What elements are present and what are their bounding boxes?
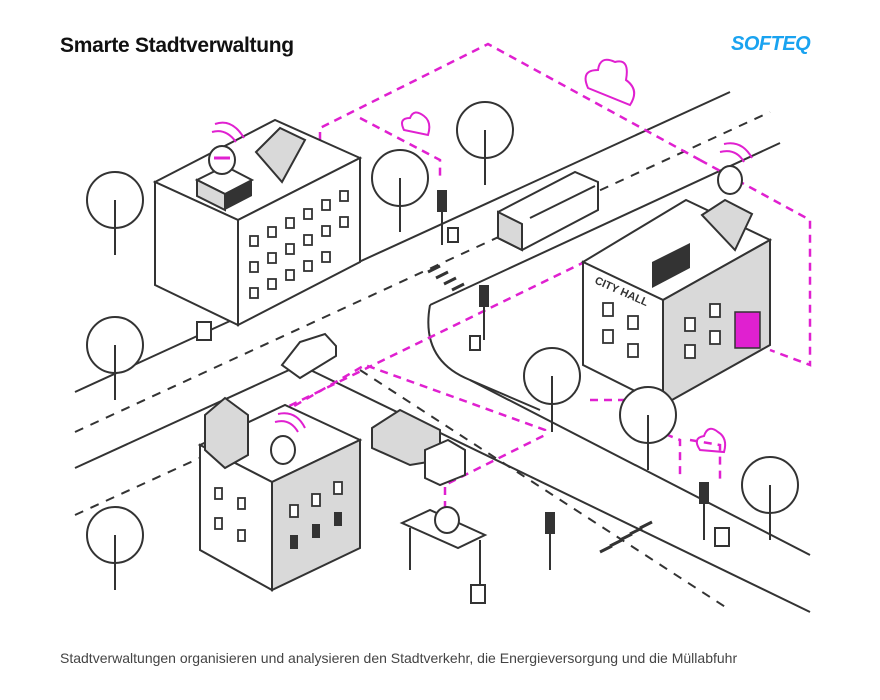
traffic-lights bbox=[437, 190, 709, 570]
tree-icon bbox=[523, 347, 581, 432]
tree-icon bbox=[86, 171, 144, 255]
cloud-icon bbox=[695, 427, 727, 454]
cloud-icon bbox=[401, 111, 431, 137]
cloud-icon bbox=[584, 58, 636, 107]
tree-icon bbox=[86, 316, 144, 400]
bus-stop bbox=[399, 506, 488, 585]
office-building bbox=[152, 118, 363, 327]
bus bbox=[497, 170, 599, 252]
tree-icon bbox=[371, 149, 429, 232]
tree-icon bbox=[86, 506, 144, 590]
trees bbox=[86, 101, 799, 590]
city-hall-building: CITY HALL bbox=[580, 142, 773, 407]
residential-building bbox=[197, 396, 363, 592]
car bbox=[280, 332, 337, 380]
page-title: Smarte Stadtverwaltung bbox=[60, 34, 294, 57]
caption: Stadtverwaltungen organisieren und analy… bbox=[60, 650, 738, 666]
tree-icon bbox=[456, 101, 514, 185]
tree-icon bbox=[741, 456, 799, 540]
charging-station-icon bbox=[734, 311, 761, 349]
tree-icon bbox=[619, 386, 677, 470]
crosswalks bbox=[427, 264, 653, 554]
garbage-truck bbox=[371, 408, 466, 487]
trash-bins bbox=[196, 227, 730, 604]
softeq-logo[interactable]: SOFTEQ bbox=[731, 33, 811, 55]
side-road bbox=[299, 304, 811, 613]
cloud-icons bbox=[401, 58, 727, 454]
